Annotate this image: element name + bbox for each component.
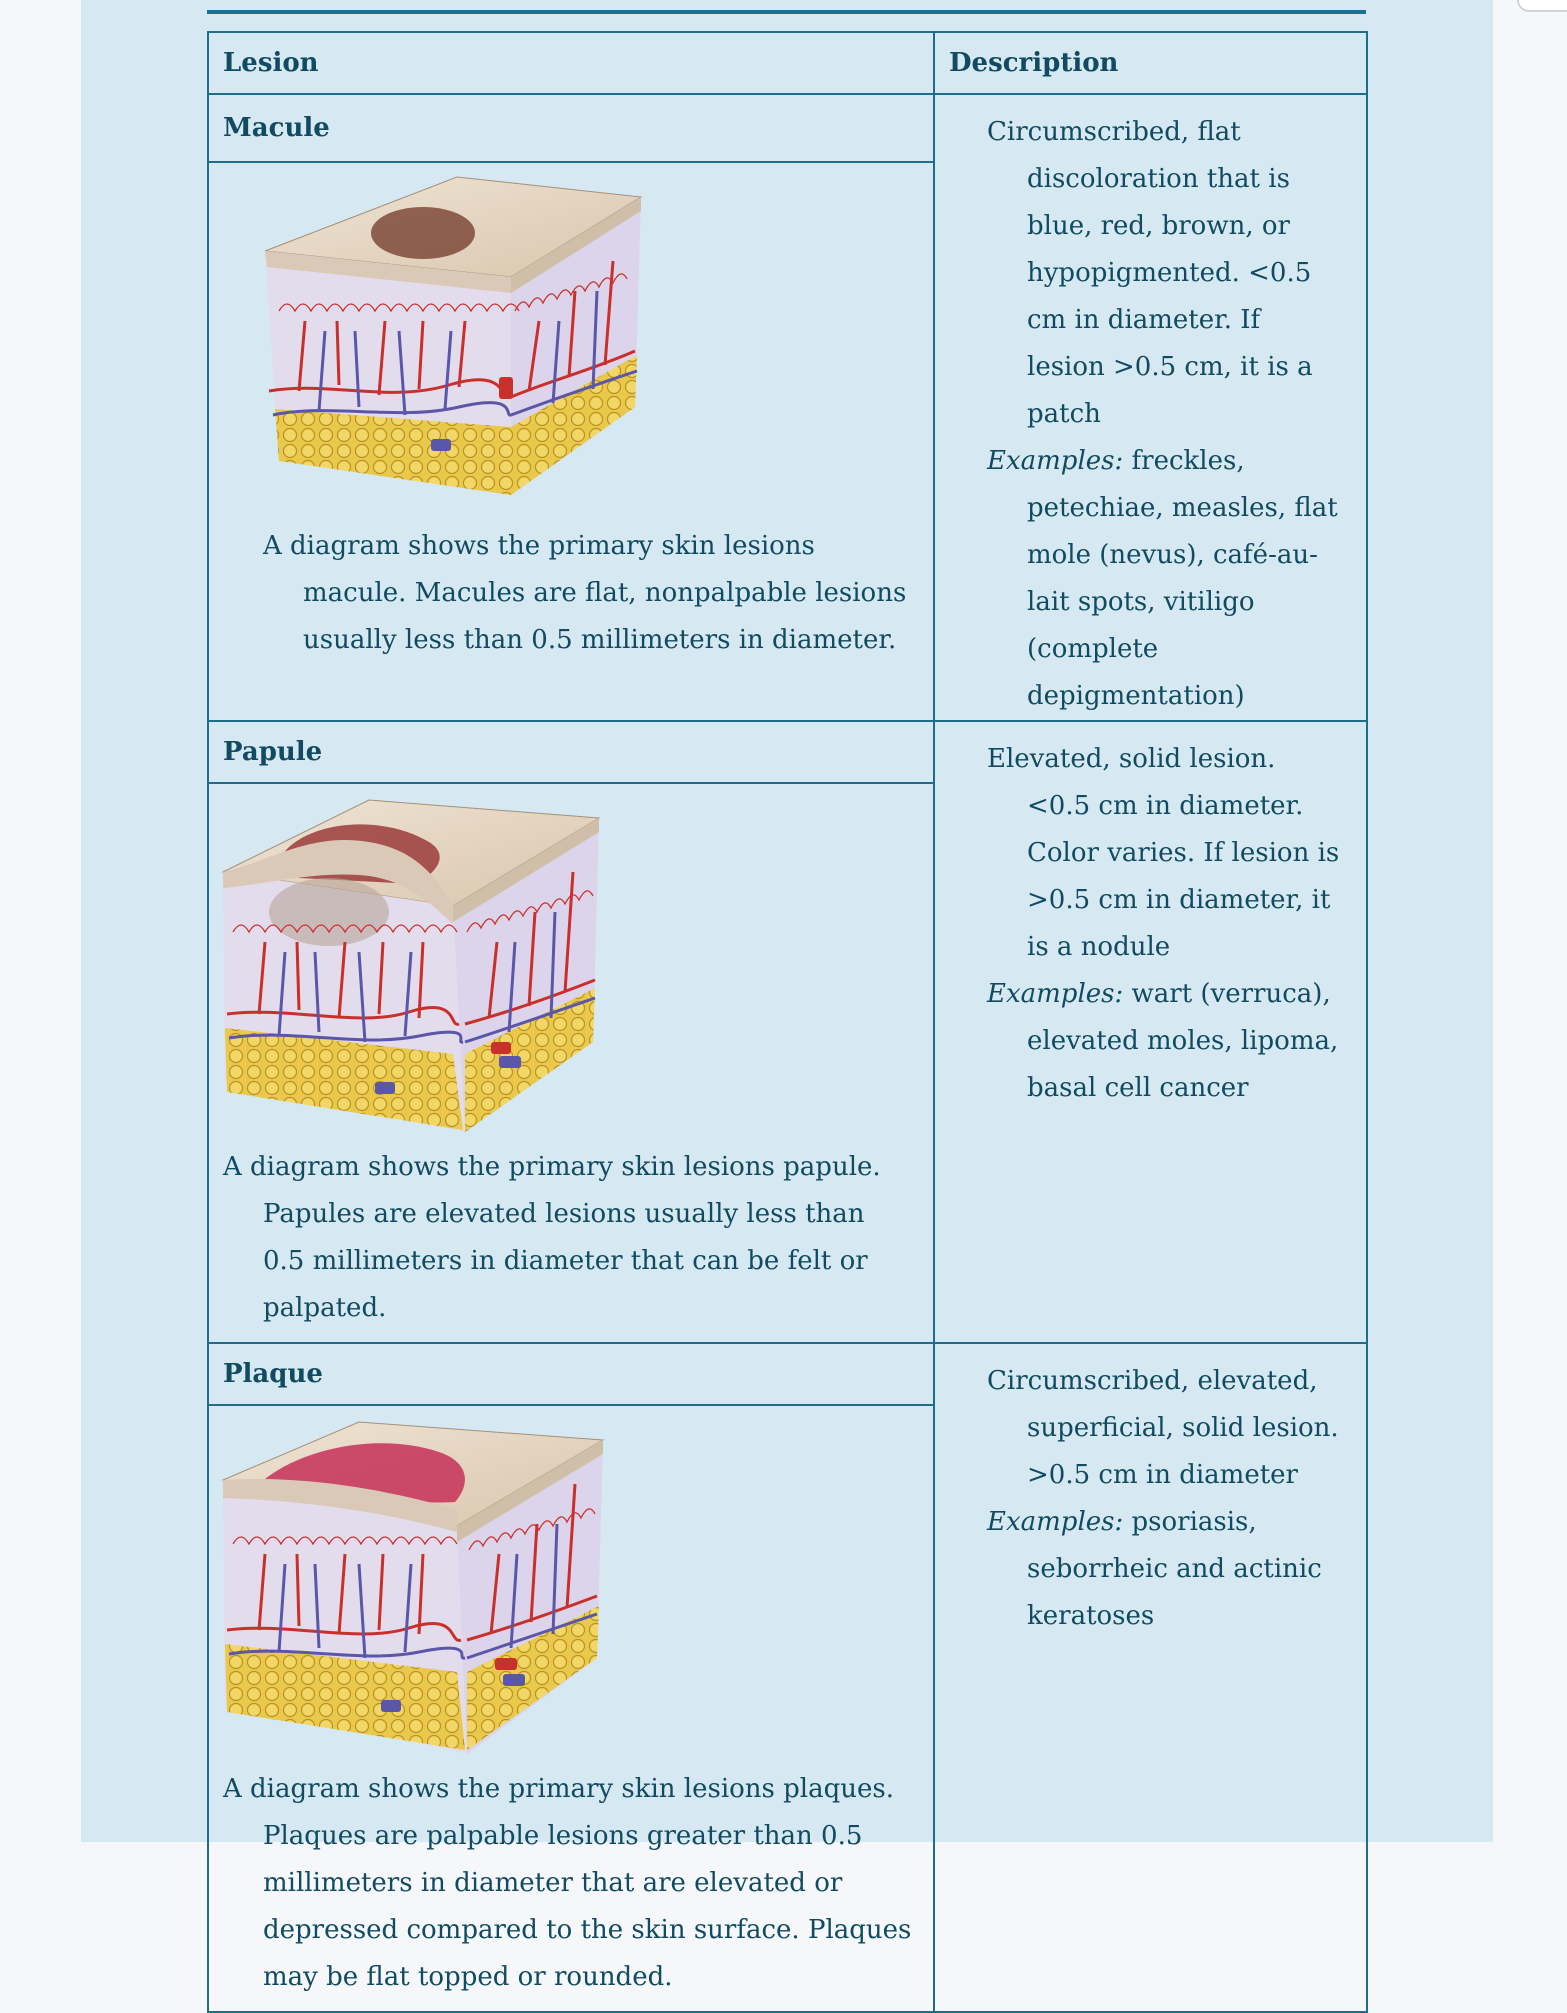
examples-list: wart (verruca), elevated moles, lipoma, … (1027, 979, 1339, 1103)
page-corner (1517, 0, 1567, 12)
header-row: Lesion Description (207, 31, 1368, 95)
lesion-name: Papule (207, 720, 935, 784)
examples-label: Examples: (987, 446, 1124, 476)
diagram-cell: A diagram shows the primary skin lesions… (207, 1404, 935, 2013)
macule-diagram (264, 176, 643, 495)
header-description: Description (933, 31, 1368, 95)
description-text: Elevated, solid lesion. <0.5 cm in diame… (987, 744, 1340, 962)
papule-diagram (221, 799, 601, 1132)
diagram-cell: A diagram shows the primary skin lesions… (207, 782, 935, 1344)
diagram-caption: A diagram shows the primary skin lesions… (223, 1152, 881, 1323)
examples-label: Examples: (987, 979, 1124, 1009)
lesion-table: Lesion Description Macule Circumscribed,… (207, 31, 1368, 2013)
lesion-description: Circumscribed, elevated, superficial, so… (933, 1342, 1368, 2013)
examples-text: Examples: psoriasis, seborrheic and acti… (987, 1499, 1346, 1640)
lesion-description: Circumscribed, flat discoloration that i… (933, 93, 1368, 722)
header-lesion: Lesion (207, 31, 935, 95)
lesion-description: Elevated, solid lesion. <0.5 cm in diame… (933, 720, 1368, 1344)
examples-list: freckles, petechiae, measles, flat mole … (1027, 446, 1338, 711)
diagram-row: A diagram shows the primary skin lesions… (207, 782, 1367, 1344)
diagram-row: A diagram shows the primary skin lesions… (207, 160, 1367, 723)
plaque-diagram (221, 1421, 605, 1754)
description-text: Circumscribed, flat discoloration that i… (987, 117, 1313, 429)
lesion-name: Plaque (207, 1342, 935, 1406)
description-text: Circumscribed, elevated, superficial, so… (987, 1366, 1339, 1490)
examples-text: Examples: freckles, petechiae, measles, … (987, 438, 1346, 720)
examples-list: psoriasis, seborrheic and actinic kerato… (1027, 1507, 1322, 1631)
top-rule (207, 10, 1366, 14)
diagram-caption: A diagram shows the primary skin lesions… (263, 530, 907, 655)
examples-text: Examples: wart (verruca), elevated moles… (987, 971, 1346, 1112)
lesion-name: Macule (207, 93, 935, 163)
diagram-cell: A diagram shows the primary skin lesions… (207, 160, 935, 723)
table-row: Plaque Circumscribed, elevated, superfic… (207, 1342, 1368, 2013)
examples-label: Examples: (987, 1507, 1124, 1537)
table-row: Macule Circumscribed, flat discoloration… (207, 93, 1368, 722)
table-row: Papule Elevated, solid lesion. <0.5 cm i… (207, 720, 1368, 1344)
diagram-caption: A diagram shows the primary skin lesions… (223, 1774, 912, 1992)
